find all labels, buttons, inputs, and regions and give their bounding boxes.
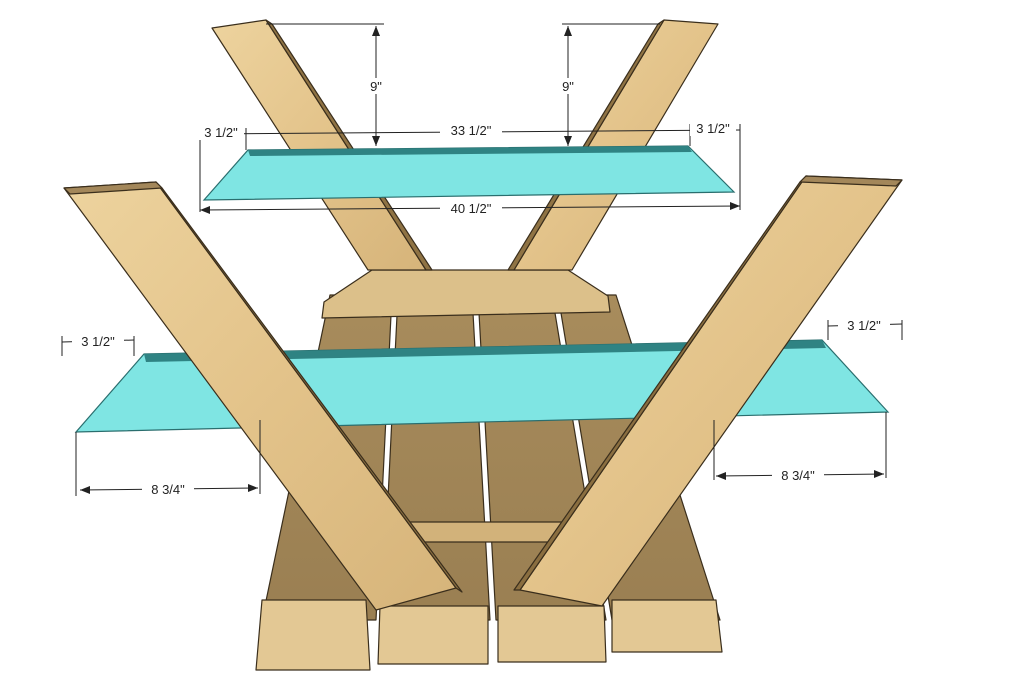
upper-bench-board (202, 145, 736, 201)
plank-end-4 (611, 599, 723, 653)
plank-end-2 (377, 605, 489, 665)
front-right-leg-top (799, 175, 903, 187)
upper-left-height-label: 9" (370, 79, 382, 94)
lower-left-overhang-label: 3 1/2" (81, 334, 115, 349)
upper-span-label: 33 1/2" (451, 123, 492, 138)
upper-right-overhang-label: 3 1/2" (696, 121, 730, 136)
dimension-labels: 9" 9" 3 1/2" 33 1/2" 3 1/2" 40 1/2" 3 1/… (72, 78, 890, 497)
back-right-leg (513, 19, 719, 271)
plank-end-3 (497, 605, 607, 663)
front-legs (63, 175, 903, 611)
lower-right-offset-label: 8 3/4" (781, 468, 815, 483)
upper-left-overhang-label: 3 1/2" (204, 125, 238, 140)
back-legs (211, 19, 719, 271)
back-left-leg (211, 19, 427, 271)
center-cross-support (321, 269, 611, 319)
lower-left-offset-label: 8 3/4" (151, 482, 185, 497)
upper-bench-top (202, 145, 736, 201)
front-left-leg-top (63, 181, 163, 195)
upper-total-label: 40 1/2" (451, 201, 492, 216)
lower-bench-edge (144, 340, 826, 362)
upper-right-height-label: 9" (562, 79, 574, 94)
plank-end-1 (255, 599, 371, 671)
upper-bench-edge (248, 146, 692, 156)
lower-right-overhang-label: 3 1/2" (847, 318, 881, 333)
